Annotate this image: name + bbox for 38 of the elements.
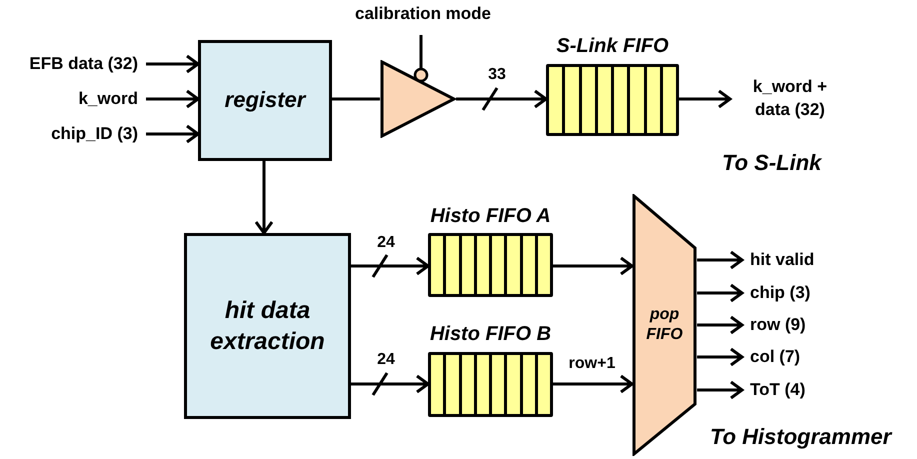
signal-label: ToT (4) (750, 378, 860, 402)
arrow (697, 284, 744, 302)
block-title: register (224, 86, 306, 114)
logic-block (184, 233, 351, 419)
arrow (697, 380, 744, 400)
destination-note: To S-Link (722, 150, 822, 176)
logic-block (198, 40, 332, 161)
arrow (351, 256, 430, 276)
buffer-symbol (380, 60, 456, 138)
arrow (254, 161, 274, 234)
arrow (697, 250, 744, 270)
signal-label: calibration mode (340, 1, 506, 27)
signal-label: col (7) (750, 345, 860, 369)
signal-label: chip (3) (750, 281, 860, 305)
connector-line (420, 35, 422, 69)
arrow (146, 54, 200, 74)
arrow (146, 124, 200, 144)
arrow (146, 90, 200, 108)
signal-label: row (9) (750, 313, 860, 337)
arrow (553, 374, 634, 394)
signal-label: hit valid (750, 248, 860, 272)
signal-label: k_word + data (32) (738, 76, 842, 122)
arrow (553, 256, 634, 276)
fifo-title: Histo FIFO A (430, 204, 551, 228)
signal-label: EFB data (32) (14, 52, 138, 76)
destination-note: To Histogrammer (710, 424, 892, 450)
block-title: hit data extraction (209, 296, 326, 357)
arrow (697, 348, 744, 366)
connector-line (332, 98, 380, 100)
signal-label: k_word (14, 87, 138, 111)
fifo-title: S-Link FIFO (556, 34, 669, 58)
arrow (679, 90, 732, 108)
fifo-title: Histo FIFO B (430, 323, 552, 346)
arrow (351, 374, 430, 394)
arrow (697, 316, 744, 334)
block-title: pop FIFO (645, 305, 684, 345)
arrow (456, 90, 548, 108)
signal-label: chip_ID (3) (14, 122, 138, 146)
